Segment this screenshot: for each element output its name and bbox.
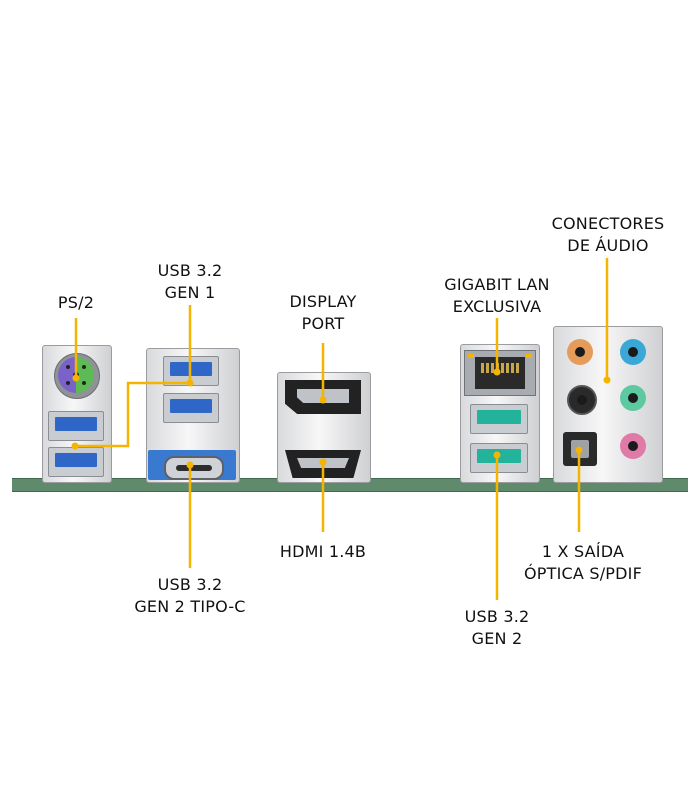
label-usb-gen1: USB 3.2 GEN 1 xyxy=(140,260,240,304)
label-usb-gen2-line2: GEN 2 xyxy=(471,629,523,648)
usb-gen2-port-1 xyxy=(470,404,528,434)
label-audio-line2: DE ÁUDIO xyxy=(567,236,649,255)
lan-port xyxy=(464,350,536,396)
audio-orange-jack xyxy=(567,339,593,365)
label-hdmi: HDMI 1.4B xyxy=(268,541,378,563)
usb-port-1 xyxy=(48,411,104,441)
hdmi-port xyxy=(285,450,361,478)
label-displayport-line2: PORT xyxy=(301,314,345,333)
usb-port-2 xyxy=(48,447,104,477)
label-ps2-line1: PS/2 xyxy=(57,293,95,312)
label-audio-line1: CONECTORES xyxy=(551,214,665,233)
label-lan: GIGABIT LAN EXCLUSIVA xyxy=(427,274,567,318)
usb-gen1-port-1 xyxy=(163,356,219,386)
label-audio: CONECTORES DE ÁUDIO xyxy=(538,213,678,257)
label-displayport-line1: DISPLAY xyxy=(289,292,357,311)
label-spdif-line1: 1 X SAÍDA xyxy=(541,542,625,561)
usb-gen1-port-2 xyxy=(163,393,219,423)
label-usb-gen2: USB 3.2 GEN 2 xyxy=(447,606,547,650)
label-usb-typec-line2: GEN 2 TIPO-C xyxy=(134,597,246,616)
audio-green-jack xyxy=(620,385,646,411)
label-ps2: PS/2 xyxy=(36,292,116,314)
label-usb-gen1-line2: GEN 1 xyxy=(164,283,216,302)
label-lan-line2: EXCLUSIVA xyxy=(452,297,542,316)
label-usb-typec-line1: USB 3.2 xyxy=(157,575,223,594)
usb-gen2-port-2 xyxy=(470,443,528,473)
label-lan-line1: GIGABIT LAN xyxy=(444,275,550,294)
label-spdif: 1 X SAÍDA ÓPTICA S/PDIF xyxy=(518,541,648,585)
label-hdmi-line1: HDMI 1.4B xyxy=(279,542,367,561)
audio-blue-jack xyxy=(620,339,646,365)
audio-pink-jack xyxy=(620,433,646,459)
usb-typec-port xyxy=(164,456,224,480)
label-spdif-line2: ÓPTICA S/PDIF xyxy=(524,564,642,583)
label-displayport: DISPLAY PORT xyxy=(268,291,378,335)
ps2-combo-icon xyxy=(58,357,94,393)
label-usb-gen2-line1: USB 3.2 xyxy=(464,607,530,626)
label-usb-typec: USB 3.2 GEN 2 TIPO-C xyxy=(120,574,260,618)
spdif-port xyxy=(563,432,597,466)
label-usb-gen1-line1: USB 3.2 xyxy=(157,261,223,280)
audio-black-jack xyxy=(567,385,597,415)
displayport-port xyxy=(285,380,361,414)
